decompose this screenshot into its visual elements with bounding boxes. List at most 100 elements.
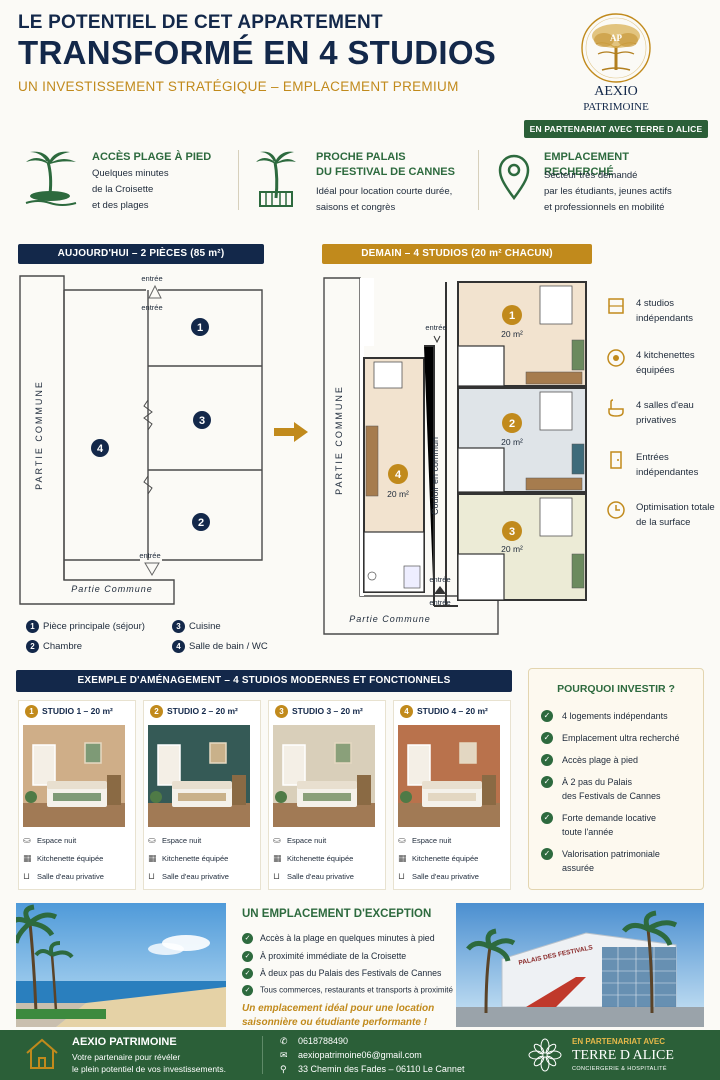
email-text: aexiopatrimoine06@gmail.com [298,1050,422,1060]
feature-location: EMPLACEMENT RECHERCHÉ Secteur très deman… [470,146,690,226]
studio-surface: 20 m² [501,437,523,447]
divider [238,150,239,210]
footer-email[interactable]: ✉aexiopatrimoine06@gmail.com [280,1050,422,1061]
pin-icon: ⚲ [280,1064,287,1074]
feature-location-line: et professionnels en mobilité [544,202,665,213]
title-line-1: LE POTENTIEL DE CET APPARTEMENT [18,12,383,33]
legend-number: 2 [26,640,39,653]
shower-icon: ⊔ [148,871,156,881]
legend-label: Pièce principale (séjour) [43,621,145,633]
studio-photo [148,725,250,827]
check-icon: ✓ [541,732,553,744]
why-invest-item-text: Accès plage à pied [562,753,702,767]
footer-partner-label: EN PARTENARIAT AVEC [572,1037,666,1046]
quote-line-2: saisonnière ou étudiante performante ! [242,1017,428,1028]
studio-card-item-text: Salle d'eau privative [287,872,354,881]
studio-card-item: ⊔Salle d'eau privative [23,871,104,882]
footer-phone[interactable]: ✆ 0618788490 [280,1036,348,1047]
legend-label: Chambre [43,641,83,653]
feature-palais-line: Idéal pour location courte durée, [316,186,453,197]
clock-icon [607,501,625,519]
studio-card-item: ⊔ Salle d'eau privative [273,871,354,882]
studio-card-number: 2 [150,705,163,718]
legend-item: 1 Pièce principale (séjour) [26,620,145,633]
legend-number: 3 [172,620,185,633]
studio-photo [23,725,125,827]
phone-icon: ✆ [280,1036,288,1046]
plan-tomorrow: entrée entrée entrée Couloir en commun P… [323,277,587,635]
shower-icon: ⊔ [273,871,281,881]
studio-photo [273,725,375,827]
studio-card-number: 3 [275,705,288,718]
bed-icon: ⛀ [23,835,31,845]
studio-card-item-text: Salle d'eau privative [412,872,479,881]
emplacement-item: ✓À proximité immédiate de la Croisette [242,951,406,963]
why-invest-line: Forte demande locative [562,813,657,823]
check-icon: ✓ [541,848,553,860]
studio-card-item-text: Espace nuit [37,836,77,845]
check-icon: ✓ [541,776,553,788]
plan-tomorrow-banner: DEMAIN – 4 STUDIOS (20 m² CHACUN) [322,244,592,264]
emplacement-item: ✓Tous commerces, restaurants et transpor… [242,985,453,996]
studio-surface: 20 m² [501,544,523,554]
studio-card-item: ▦Kitchenette équipée [23,853,103,864]
studio-card-item: ▦ Kitchenette équipée [148,853,228,864]
feature-palais-title-2: DU FESTIVAL DE CANNES [316,166,455,178]
phone-text: 0618788490 [298,1036,349,1046]
emplacement-item-text: Tous commerces, restaurants et transport… [260,985,453,995]
entree-label: entrée [425,323,446,332]
studio-card-item-text: Kitchenette équipée [162,854,229,863]
studio-number-1: 1 [509,310,515,322]
feature-palais-line: saisons et congrès [316,202,396,213]
why-invest-line: Accès plage à pied [562,755,639,765]
entree-label: entrée [429,575,450,584]
emplacement-item: ✓Accès à la plage en quelques minutes à … [242,933,435,945]
right-feature: 4 salles d'eau privatives [606,398,716,434]
logo-initials: AP [610,33,622,43]
footer: AEXIO PATRIMOINE Votre partenaire pour r… [0,1030,720,1080]
right-feature-label: Optimisation totale de la surface [636,502,715,528]
footer-partner-name: TERRE D ALICE [572,1048,674,1063]
check-icon: ✓ [541,710,553,722]
studio-card-item: ⊔Salle d'eau privative [398,871,479,882]
plan-today: entrée entrée entrée PARTIE COMMUNE Part… [19,274,263,605]
studio-card-item: ▦Kitchenette équipée [273,853,353,864]
legend-number: 1 [26,620,39,633]
entree-label: entrée [429,598,450,607]
subtitle: UN INVESTISSEMENT STRATÉGIQUE – EMPLACEM… [18,79,459,94]
emplacement-item-text: Accès à la plage en quelques minutes à p… [260,933,435,943]
kitchenette-icon: ▦ [148,853,157,863]
check-icon: ✓ [541,812,553,824]
entree-label: entrée [139,551,160,560]
examples-banner: EXEMPLE D'AMÉNAGEMENT – 4 STUDIOS MODERN… [16,670,512,692]
right-feature: 4 kitchenettes équipées [606,348,716,384]
aexio-logo: AP AEXIO PATRIMOINE [568,10,664,115]
arrow-right-icon [274,422,308,442]
feature-beach: ACCÈS PLAGE À PIED Quelques minutes de l… [18,146,238,226]
legend-label: Cuisine [189,621,221,633]
room-number-1: 1 [197,322,203,334]
right-feature-label: 4 studios indépendants [636,298,694,324]
studio-card-item: ▦Kitchenette équipée [398,853,478,864]
studio-number-3: 3 [509,526,515,538]
why-invest-line: assurée [562,863,595,873]
kitchenette-icon: ▦ [398,853,407,863]
feature-location-title: EMPLACEMENT RECHERCHÉ [544,151,629,178]
kitchen-icon [607,349,625,367]
feature-beach-line: de la Croisette [92,184,154,195]
divider [262,1036,263,1074]
studio-card-item: ⛀Espace nuit [148,835,201,846]
studio-surface: 20 m² [501,329,523,339]
bed-icon: ⛀ [398,835,406,845]
kitchenette-icon: ▦ [273,853,282,863]
studio-card-item-text: Espace nuit [162,836,202,845]
right-feature-label: 4 kitchenettes équipées [636,350,695,376]
